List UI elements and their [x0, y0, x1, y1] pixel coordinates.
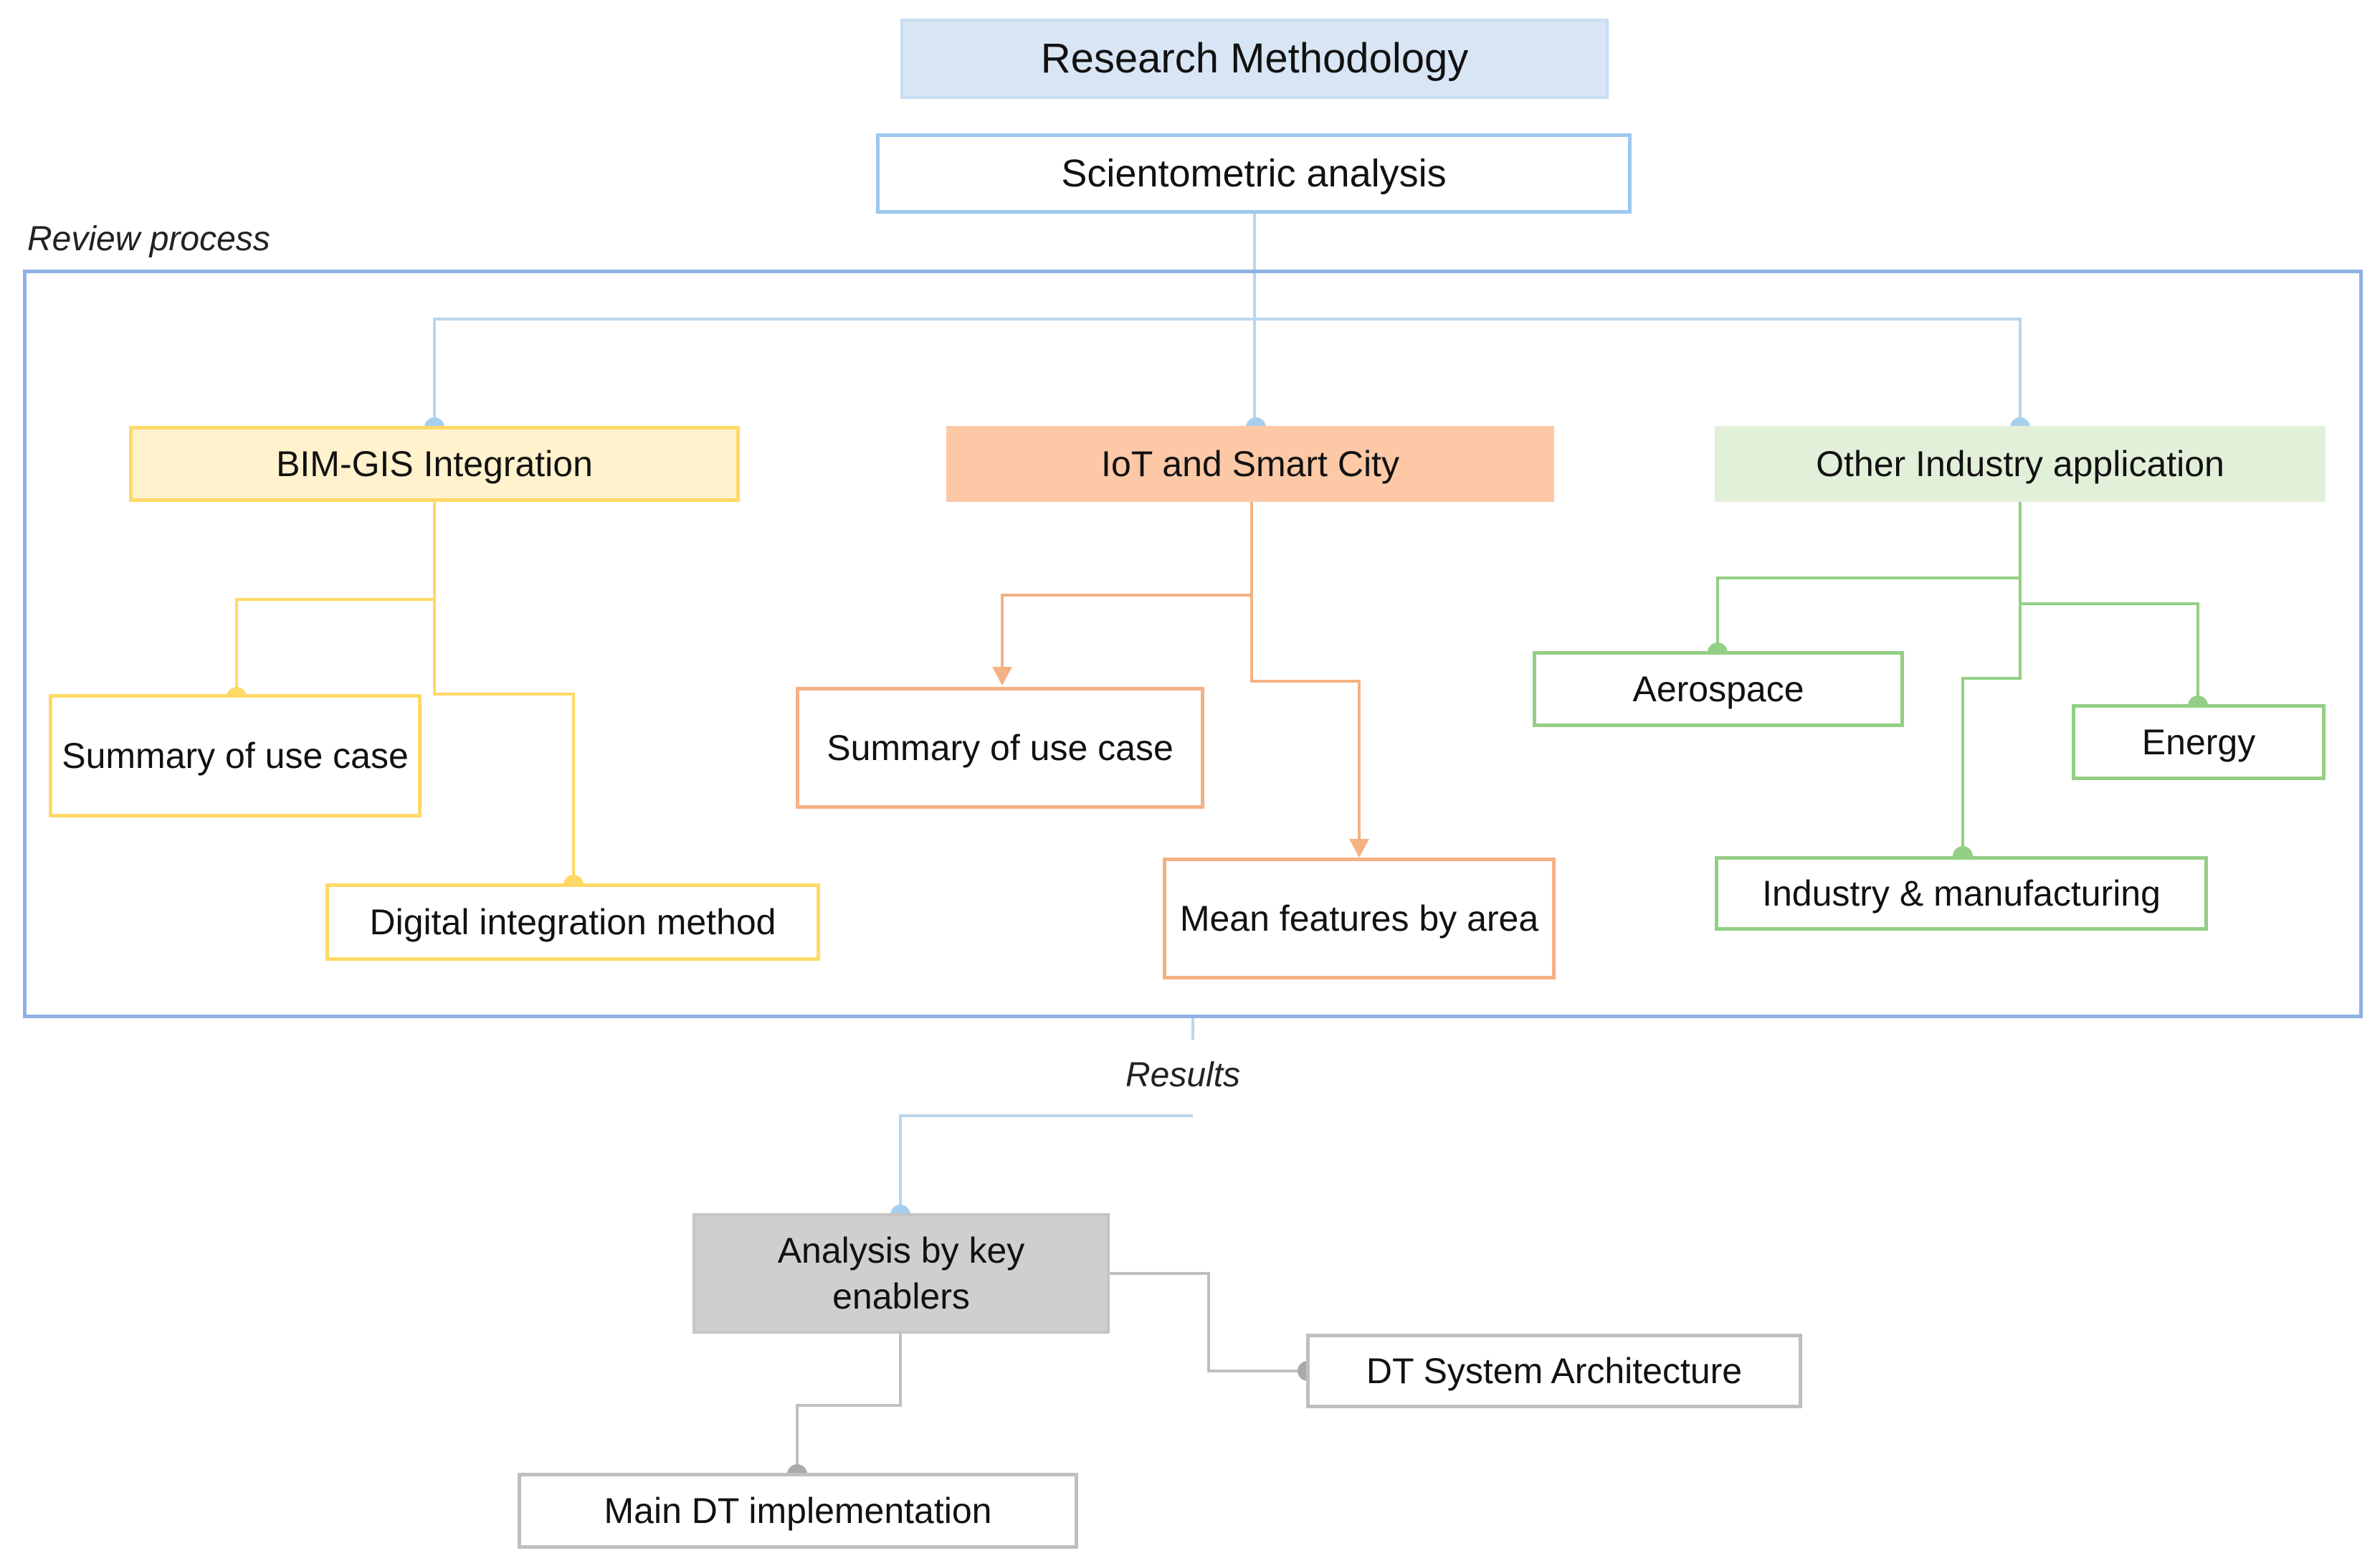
analysis-key-enablers-box: Analysis by key enablers [692, 1213, 1110, 1334]
connector-iot-mean [1250, 595, 1361, 843]
iot-summary-box: Summary of use case [796, 687, 1204, 809]
iot-mean-features-box: Mean features by area [1163, 858, 1556, 979]
main-dt-implementation-box: Main DT implementation [518, 1473, 1078, 1549]
bim-digital-integration-box: Digital integration method [325, 883, 820, 961]
connector-results-main [899, 1114, 1193, 1215]
scientometric-analysis-box: Scientometric analysis [876, 133, 1632, 214]
connector-top-branches [433, 318, 2022, 427]
review-process-frame [23, 270, 2363, 1018]
orange-arrow-summary [992, 667, 1012, 685]
dt-system-architecture-box: DT System Architecture [1306, 1334, 1802, 1408]
review-process-label: Review process [27, 220, 270, 258]
orange-arrow-mean [1349, 839, 1369, 858]
connector-other-aerospace [1716, 502, 2022, 652]
bim-gis-box: BIM-GIS Integration [129, 426, 740, 502]
other-industry-box: Other Industry application [1715, 426, 2326, 502]
energy-box: Energy [2072, 704, 2326, 780]
connector-other-industry [1961, 604, 2022, 856]
connector-other-energy [2019, 578, 2199, 706]
connector-results-implementation [796, 1334, 902, 1474]
iot-smart-city-box: IoT and Smart City [946, 426, 1554, 502]
title-box: Research Methodology [900, 19, 1609, 99]
industry-manufacturing-box: Industry & manufacturing [1715, 856, 2208, 931]
connector-bim-summary [235, 502, 436, 697]
connector-results-architecture [1108, 1272, 1306, 1372]
connector-iot-summary [1001, 502, 1253, 671]
aerospace-box: Aerospace [1533, 651, 1904, 727]
connector-bim-digital [433, 599, 575, 885]
bim-summary-box: Summary of use case [49, 694, 422, 817]
results-label: Results [1125, 1056, 1241, 1094]
